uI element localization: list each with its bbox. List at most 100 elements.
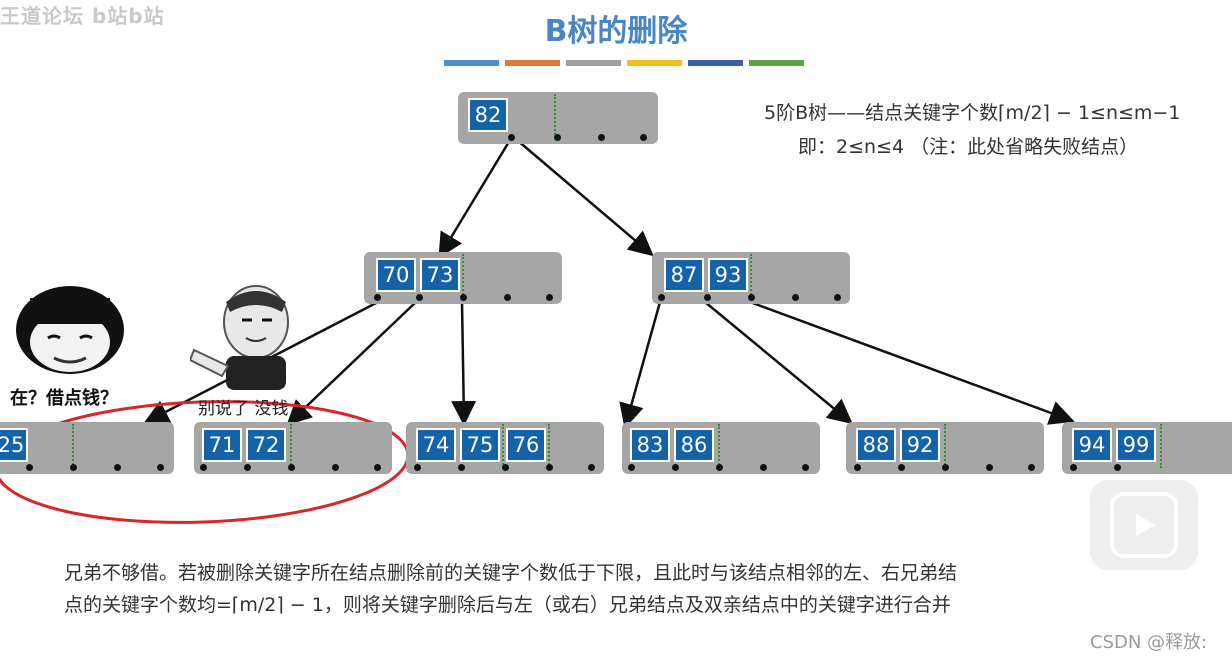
play-button[interactable] [1090, 480, 1198, 570]
pointer-separator [462, 254, 464, 298]
pointer-dot [588, 464, 595, 471]
pointer-dot [802, 464, 809, 471]
tree-leaf: 25 [0, 422, 174, 474]
pointer-dot [508, 134, 515, 141]
play-icon [1110, 492, 1178, 558]
pointer-dot [70, 464, 77, 471]
meme-caption-right: 别说了 没钱 [198, 399, 289, 419]
pointer-dot [114, 464, 121, 471]
tree-edge [286, 301, 417, 426]
pointer-dot [244, 464, 251, 471]
pointer-separator [944, 424, 946, 468]
node-key: 87 [664, 258, 704, 292]
meme-face-right [190, 285, 289, 390]
pointer-separator [1160, 424, 1162, 468]
tree-leaf: 71 72 [194, 422, 392, 474]
node-key: 92 [900, 428, 940, 462]
pointer-separator [502, 424, 504, 468]
tree-edge [704, 301, 853, 425]
color-bar [688, 60, 743, 66]
pointer-dot [628, 464, 635, 471]
color-bar [627, 60, 682, 66]
pointer-dot [502, 464, 509, 471]
tree-node-level1-right: 87 93 [652, 252, 850, 304]
pointer-dot [288, 464, 295, 471]
caption-line-1: 兄弟不够借。若被删除关键字所在结点删除前的关键字个数低于下限，且此时与该结点相邻… [64, 562, 958, 584]
tree-leaf: 74 75 76 [406, 422, 604, 474]
info-line-1: 5阶B树——结点关键字个数⌈m/2⌉ − 1≤n≤m−1 [764, 102, 1181, 124]
node-key: 73 [420, 258, 460, 292]
tree-leaf: 83 86 [622, 422, 820, 474]
pointer-dot [554, 134, 561, 141]
node-key: 25 [0, 428, 28, 462]
tree-edge [451, 301, 477, 426]
node-key: 82 [468, 98, 508, 132]
node-key: 88 [856, 428, 896, 462]
node-key: 74 [416, 428, 456, 462]
pointer-dot [942, 464, 949, 471]
pointer-dot [374, 464, 381, 471]
color-bar [444, 60, 499, 66]
node-key: 94 [1072, 428, 1112, 462]
pointer-dot [460, 294, 467, 301]
pointer-dot [898, 464, 905, 471]
csdn-watermark: CSDN @释放: [1090, 632, 1208, 653]
tree-node-root: 82 [458, 92, 658, 144]
tree-edge [619, 301, 662, 429]
color-bar [749, 60, 804, 66]
info-line-2: 即：2≤n≤4 （注：此处省略失败结点） [798, 136, 1139, 158]
pointer-separator [72, 424, 74, 468]
pointer-dot [374, 294, 381, 301]
pointer-dot [834, 294, 841, 301]
tree-leaf: 88 92 [846, 422, 1044, 474]
meme-caption-left: 在？借点钱？ [10, 388, 118, 409]
pointer-separator [290, 424, 292, 468]
tree-edge [749, 300, 1075, 425]
pointer-dot [704, 294, 711, 301]
pointer-dot [760, 464, 767, 471]
pointer-separator [548, 424, 550, 468]
caption-line-2: 点的关键字个数均=⌈m/2⌉ − 1，则将关键字删除后与左（或右）兄弟结点及双亲… [64, 594, 951, 616]
node-key: 93 [708, 258, 748, 292]
pointer-dot [986, 464, 993, 471]
tree-node-level1-left: 70 73 [364, 252, 562, 304]
pointer-separator [718, 424, 720, 468]
pointer-dot [598, 134, 605, 141]
node-key: 72 [246, 428, 286, 462]
pointer-dot [854, 464, 861, 471]
pointer-dot [546, 294, 553, 301]
color-bar-strip [444, 60, 804, 66]
color-bar [505, 60, 560, 66]
tree-leaf: 94 99 [1062, 422, 1232, 474]
pointer-dot [658, 294, 665, 301]
pointer-dot [200, 464, 207, 471]
tree-edge [516, 139, 654, 257]
tree-edge [438, 139, 512, 259]
pointer-dot [416, 294, 423, 301]
pointer-dot [792, 294, 799, 301]
pointer-dot [26, 464, 33, 471]
slide-title: B树的删除 [544, 14, 688, 49]
pointer-dot [504, 294, 511, 301]
pointer-dot [1114, 464, 1121, 471]
node-key: 86 [674, 428, 714, 462]
pointer-separator [554, 94, 556, 138]
node-key: 99 [1116, 428, 1156, 462]
pointer-dot [546, 464, 553, 471]
pointer-separator [750, 254, 752, 298]
pointer-dot [1070, 464, 1077, 471]
node-key: 70 [376, 258, 416, 292]
node-key: 71 [202, 428, 242, 462]
pointer-dot [716, 464, 723, 471]
pointer-dot [157, 464, 164, 471]
pointer-dot [332, 464, 339, 471]
pointer-dot [672, 464, 679, 471]
node-key: 83 [630, 428, 670, 462]
watermark-top-left: 王道论坛 b站b站 [0, 4, 165, 28]
pointer-dot [414, 464, 421, 471]
node-key: 75 [460, 428, 500, 462]
pointer-dot [1028, 464, 1035, 471]
meme-face-left [16, 286, 124, 374]
pointer-dot [748, 294, 755, 301]
color-bar [566, 60, 621, 66]
